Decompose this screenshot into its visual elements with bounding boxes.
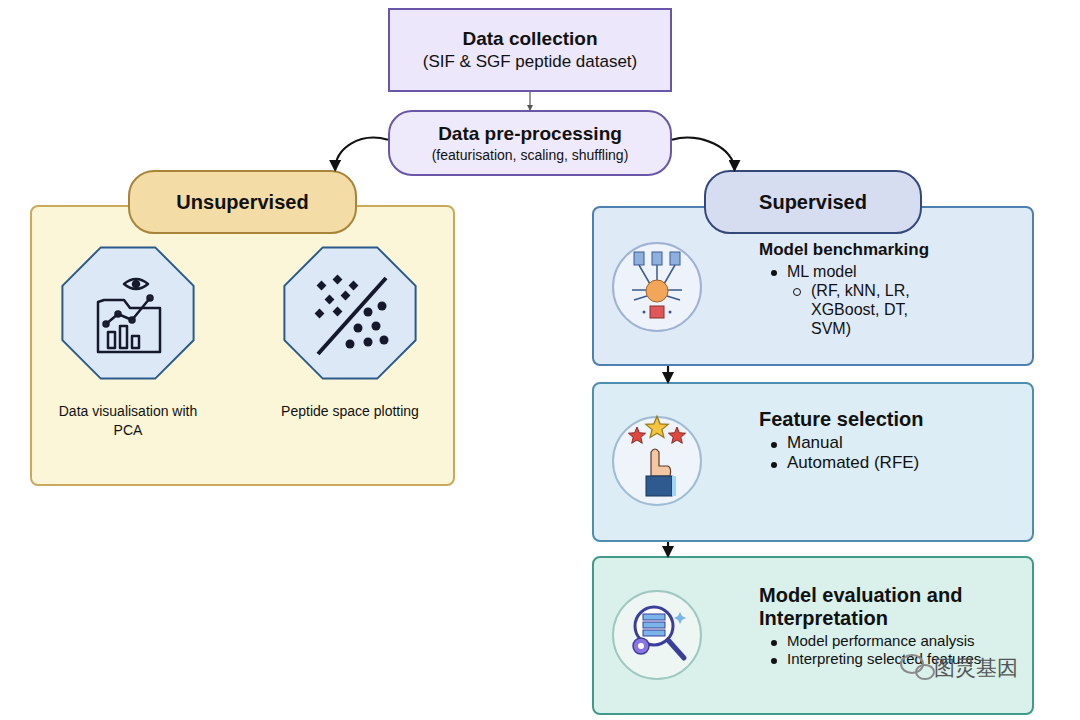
box-subtitle: (SIF & SGF peptide dataset) (423, 51, 637, 73)
octagon-node: Peptide space plotting (260, 240, 440, 445)
bullet-item: (RF, kNN, LR, XGBoost, DT, SVM) (793, 281, 1024, 338)
octagon-shape (284, 247, 415, 378)
octagon-caption: Data visualisation with PCA (43, 402, 213, 440)
bullet-dot (771, 442, 777, 448)
bullet-text: Model performance analysis (787, 632, 975, 650)
step-content: Feature selectionManualAutomated (RFE) (759, 408, 1024, 473)
bullet-item: Manual (771, 433, 1024, 453)
bullet-text: (RF, kNN, LR, XGBoost, DT, SVM) (811, 281, 941, 338)
box-title: Data pre-processing (438, 122, 622, 146)
step-heading: Model benchmarking (759, 240, 1024, 260)
node-label: Peptide space plotting (265, 402, 435, 421)
bullet-dot (771, 640, 777, 646)
connector-arrow (672, 138, 735, 170)
step-box: Feature selectionManualAutomated (RFE) (592, 382, 1034, 542)
step-box: Model evaluation and InterpretationModel… (592, 556, 1034, 715)
process-box: Data pre-processing(featurisation, scali… (388, 110, 672, 176)
box-subtitle: (featurisation, scaling, shuffling) (432, 146, 629, 165)
bullet-text: Manual (787, 433, 843, 453)
bullet-dot (771, 462, 777, 468)
bullet-item: Automated (RFE) (771, 453, 1024, 473)
group-panel: UnsupervisedData visualisation with PCA P… (30, 170, 455, 486)
octagon-node: Data visualisation with PCA (38, 240, 218, 445)
bullet-item: Model performance analysis (771, 632, 999, 650)
watermark-text: 图灵基因 (934, 654, 1018, 682)
connector-arrow (667, 542, 669, 556)
step-content: Model evaluation and InterpretationModel… (759, 584, 999, 668)
group-heading: Unsupervised (176, 191, 308, 214)
bullet-text: Automated (RFE) (787, 453, 919, 473)
bullet-text: ML model (787, 262, 857, 281)
box-title: Data collection (462, 27, 597, 51)
connector-arrow (335, 138, 388, 170)
step-heading: Feature selection (759, 408, 1024, 431)
step-heading: Model evaluation and Interpretation (759, 584, 999, 630)
octagon-shape (62, 247, 193, 378)
node-label: Data visualisation with PCA (43, 402, 213, 440)
panel-tab: Unsupervised (128, 170, 357, 234)
bullet-ring (793, 288, 801, 296)
octagon-caption: Peptide space plotting (265, 402, 435, 421)
bullet-item: ML model (771, 262, 1024, 281)
bullet-dot (771, 270, 777, 276)
connector-arrow (667, 366, 669, 382)
step-content: Model benchmarking ML model(RF, kNN, LR, … (759, 240, 1024, 338)
octagon-outline (280, 240, 420, 386)
process-box: Data collection(SIF & SGF peptide datase… (388, 8, 672, 92)
group-heading: Supervised (759, 191, 867, 214)
octagon-outline (58, 240, 198, 386)
bullet-dot (771, 658, 777, 664)
connector-arrow (529, 92, 530, 110)
group-tab: Supervised (704, 170, 922, 234)
